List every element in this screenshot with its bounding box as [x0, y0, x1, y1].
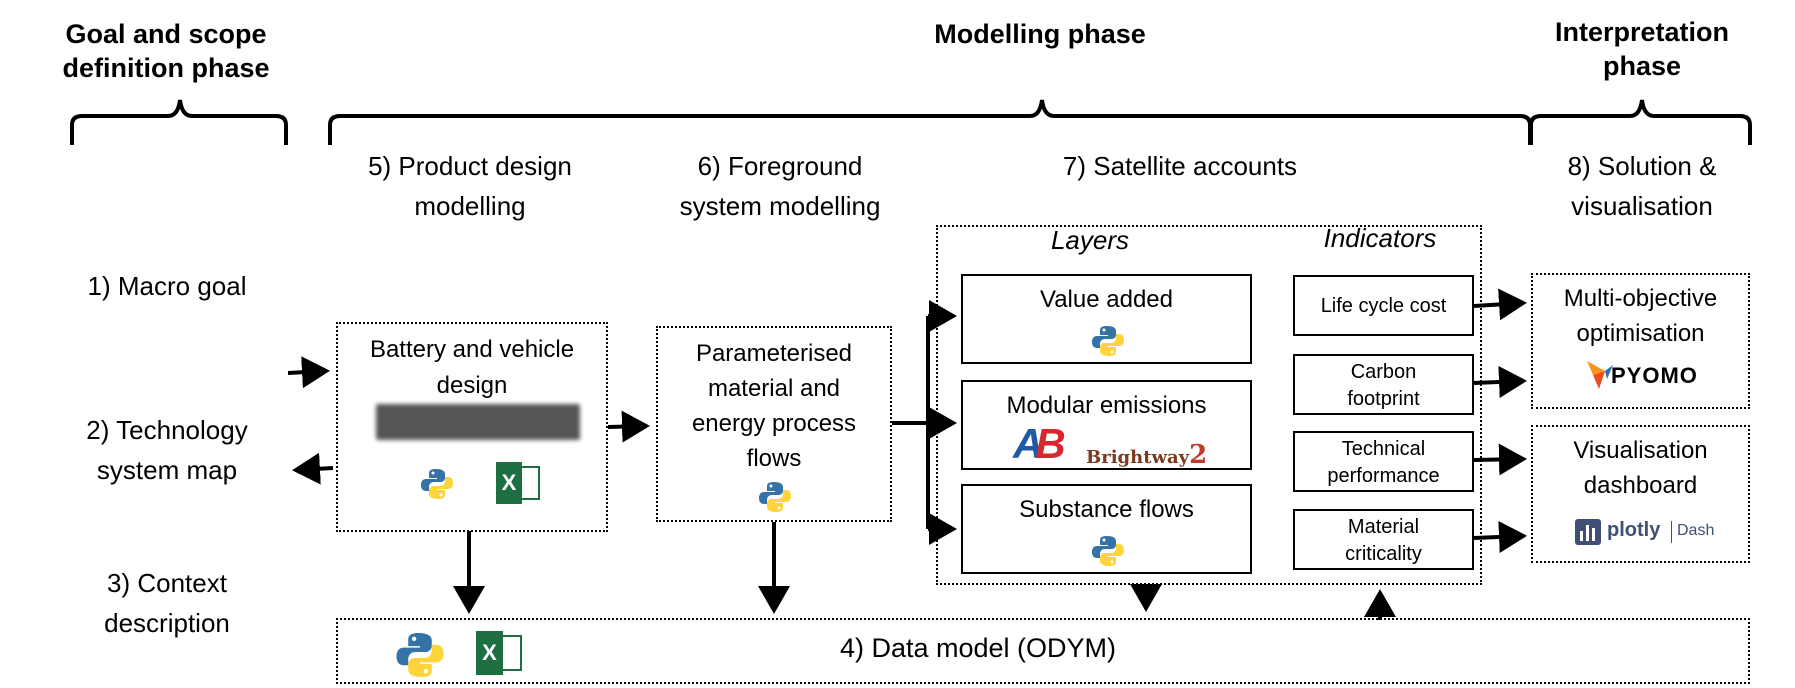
carbon-line2: footprint [1347, 388, 1420, 410]
product-design-line1: 5) Product design [368, 151, 572, 181]
context-line2: description [104, 608, 230, 638]
data-model-label: 4) Data model (ODYM) [839, 633, 1117, 663]
parameterised-flows-box: Parameterised material and energy proces… [656, 326, 892, 522]
param-box-title: Parameterised material and energy proces… [658, 336, 890, 476]
goal-scope-brace [70, 99, 288, 145]
carbon-label: Carbon footprint [1295, 359, 1472, 413]
goal-scope-line1: Goal and scope [65, 19, 267, 49]
multi-line1: Multi-objective [1563, 285, 1718, 312]
arrow-tech-to-vis [1473, 443, 1527, 476]
context-line1: 3) Context [107, 568, 227, 598]
material-line1: Material [1347, 516, 1420, 538]
modelling-phase-title: Modelling phase [934, 19, 1146, 49]
foreground-line1: 6) Foreground [697, 151, 863, 181]
plotly-dash-logo-icon: plotly Dash [1575, 519, 1725, 547]
multi-line2: optimisation [1576, 320, 1705, 347]
indicator-technical-performance: Technical performance [1293, 431, 1474, 492]
modular-emissions-label: Modular emissions [1006, 392, 1207, 419]
excel-letter: X [476, 631, 503, 675]
step-satellite: 7) Satellite accounts [1062, 151, 1298, 181]
battery-vehicle-box: Battery and vehicle design X [336, 322, 608, 532]
battery-line1: Battery and vehicle [369, 336, 575, 363]
param-line2: material and [707, 375, 841, 402]
pyomo-text: PYOMO [1611, 363, 1698, 388]
multi-objective-box: Multi-objective optimisation PYOMO [1531, 273, 1750, 409]
arrow-crit-to-vis [1473, 520, 1527, 553]
layer-value-added: Value added [961, 274, 1252, 364]
value-added-label: Value added [1039, 286, 1173, 313]
battery-line2: design [436, 372, 508, 399]
step-foreground: 6) Foreground system modelling [640, 146, 920, 226]
layer-substance-flows: Substance flows [961, 484, 1252, 574]
interpretation-line2: phase [1602, 50, 1682, 81]
vis-line2: dashboard [1583, 472, 1698, 499]
python-logo-icon [1092, 326, 1124, 356]
multi-label: Multi-objective optimisation [1533, 281, 1748, 351]
arrow-to-tech-map [292, 452, 334, 485]
product-design-line2: modelling [414, 191, 526, 221]
technical-line1: Technical [1341, 438, 1426, 460]
step-macro-goal: 1) Macro goal [87, 271, 247, 301]
python-logo-icon [1092, 536, 1124, 566]
modelling-brace [328, 99, 1532, 145]
tech-map-line2: system map [96, 455, 238, 485]
solution-line1: 8) Solution & [1567, 151, 1717, 181]
interpretation-brace [1529, 99, 1752, 145]
dash-text: Dash [1677, 522, 1715, 539]
param-line1: Parameterised [695, 340, 853, 367]
python-logo-icon [396, 632, 444, 678]
material-line2: criticality [1345, 543, 1422, 565]
arrow-carbon-to-multi [1473, 365, 1527, 398]
data-model-box: X 4) Data model (ODYM) [336, 618, 1750, 684]
brightway2-logo-icon: Brightway2 [1086, 440, 1207, 470]
pyomo-logo-icon: PYOMO [1585, 357, 1715, 393]
brightway-text: Brightway [1086, 447, 1190, 468]
param-line4: flows [746, 445, 802, 472]
blurred-software-logo [376, 404, 580, 440]
substance-flows-label: Substance flows [1019, 496, 1194, 523]
step-product-design: 5) Product design modelling [330, 146, 610, 226]
interpretation-line1: Interpretation [1554, 17, 1729, 47]
vis-line1: Visualisation [1573, 437, 1708, 464]
carbon-line1: Carbon [1350, 361, 1417, 383]
vis-label: Visualisation dashboard [1533, 433, 1748, 503]
arrow-lcc-to-multi [1473, 288, 1527, 321]
python-logo-icon [759, 482, 791, 512]
activity-browser-logo-icon: AB [1013, 420, 1066, 467]
layer-modular-emissions: Modular emissions AB Brightway2 [961, 380, 1252, 470]
indicator-carbon-footprint: Carbon footprint [1293, 354, 1474, 415]
goal-scope-phase-title: Goal and scope definition phase [40, 18, 292, 86]
foreground-line2: system modelling [679, 191, 881, 221]
param-line3: energy process [691, 410, 857, 437]
excel-logo-icon: X [476, 631, 524, 675]
solution-line2: visualisation [1571, 191, 1713, 221]
technical-label: Technical performance [1295, 436, 1472, 490]
excel-letter: X [496, 462, 522, 504]
indicator-material-criticality: Material criticality [1293, 509, 1474, 570]
life-cycle-cost-label: Life cycle cost [1320, 295, 1447, 317]
indicator-life-cycle-cost: Life cycle cost [1293, 275, 1474, 336]
excel-logo-icon: X [496, 462, 542, 504]
visualisation-dashboard-box: Visualisation dashboard plotly Dash [1531, 425, 1750, 563]
material-label: Material criticality [1295, 514, 1472, 568]
tech-map-line1: 2) Technology [86, 415, 248, 445]
brightway-number: 2 [1189, 440, 1208, 470]
indicators-header: Indicators [1323, 223, 1437, 253]
goal-scope-line2: definition phase [62, 52, 270, 83]
satellite-accounts-box [936, 225, 1482, 585]
layers-header: Layers [1050, 225, 1130, 255]
battery-box-title: Battery and vehicle design [338, 332, 606, 404]
python-logo-icon [421, 469, 453, 499]
arrow-into-battery [287, 356, 330, 389]
arrow-battery-to-param [607, 410, 650, 443]
step-tech-map: 2) Technology system map [50, 410, 284, 490]
plotly-text: plotly [1607, 519, 1661, 541]
interpretation-phase-title: Interpretation phase [1530, 16, 1754, 84]
step-context: 3) Context description [50, 563, 284, 643]
step-solution: 8) Solution & visualisation [1530, 146, 1754, 226]
technical-line2: performance [1327, 465, 1440, 487]
